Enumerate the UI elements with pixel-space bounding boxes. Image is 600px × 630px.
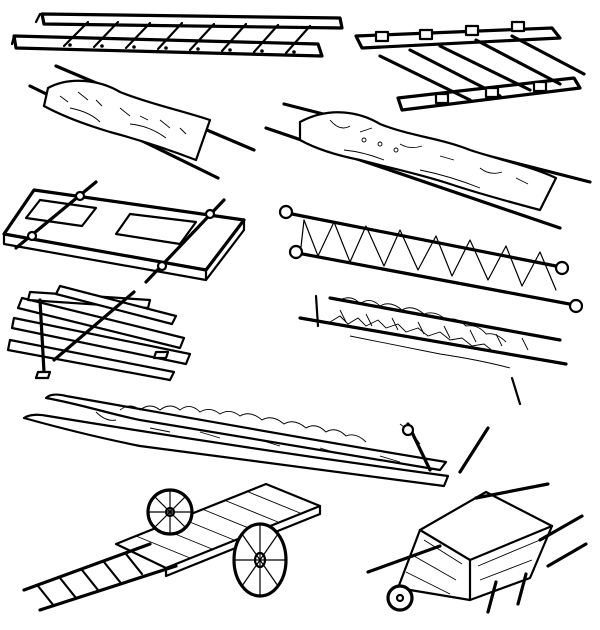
plank-stretcher xyxy=(6,284,192,382)
rope-laced-stretcher xyxy=(278,204,584,314)
cart-with-ladder xyxy=(22,482,322,612)
door-board-stretcher xyxy=(2,180,246,284)
blanket-stretcher xyxy=(28,64,256,180)
poles-and-crossbars-stretcher xyxy=(354,20,586,112)
coat-stretcher xyxy=(264,102,592,230)
wheelbarrow xyxy=(366,482,588,614)
ski-sledge xyxy=(22,393,490,488)
ladder-stretcher xyxy=(10,12,344,58)
branch-bed-stretcher xyxy=(298,294,568,406)
